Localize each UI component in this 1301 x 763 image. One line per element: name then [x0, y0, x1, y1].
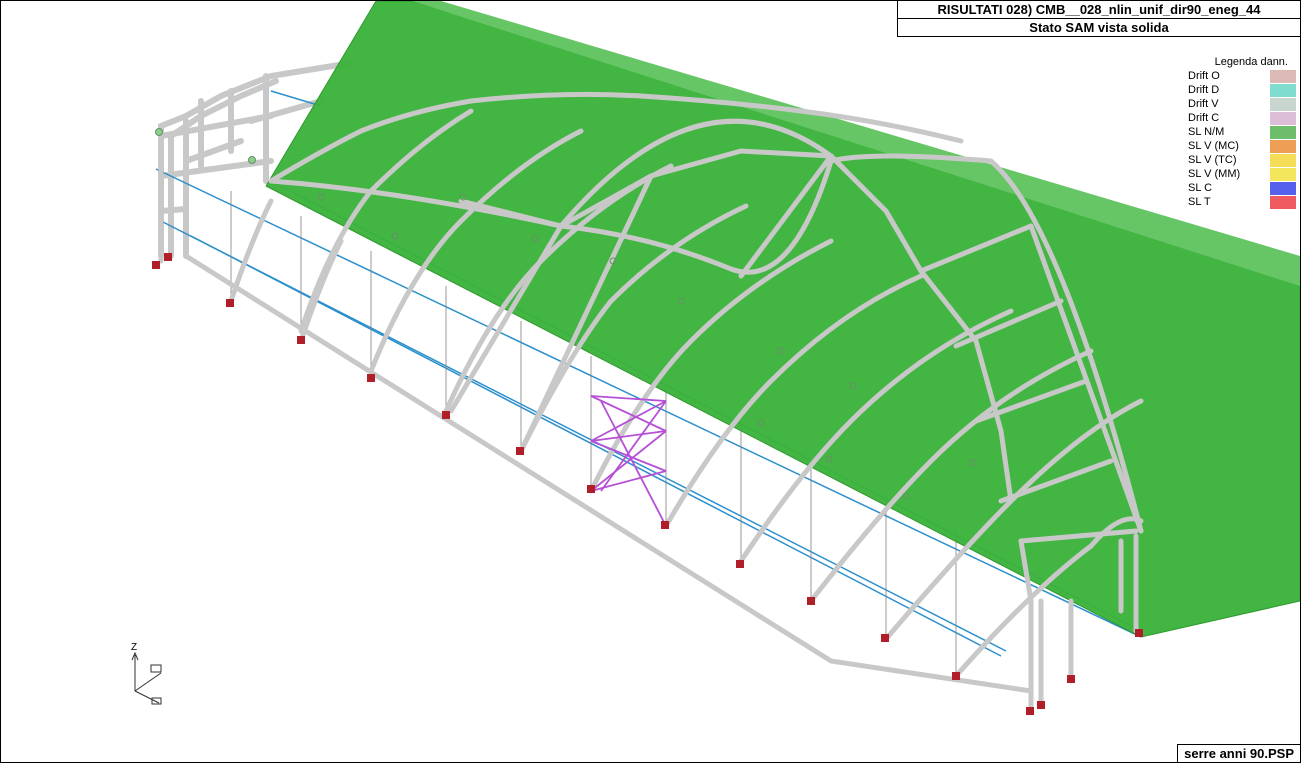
legend-item-label: Drift C [1188, 112, 1220, 124]
result-subtitle: Stato SAM vista solida [1029, 20, 1169, 35]
legend-item-label: SL V (MM) [1188, 168, 1241, 180]
legend-item-label: Drift V [1188, 98, 1219, 110]
roof-panel-edge [412, 1, 1300, 286]
legend-item-label: SL V (MC) [1188, 140, 1239, 152]
legend-item: Drift V [1178, 97, 1296, 111]
file-name-label: serre anni 90.PSP [1177, 744, 1300, 762]
legend-color-swatch [1270, 153, 1296, 167]
legend-item-label: SL C [1188, 182, 1213, 194]
supports [152, 253, 1143, 715]
front-columns [158, 148, 1139, 709]
legend-color-swatch [1270, 195, 1296, 209]
legend-item: Drift C [1178, 111, 1296, 125]
legend-item: SL C [1178, 181, 1296, 195]
legend-color-swatch [1270, 139, 1296, 153]
result-title-box: RISULTATI 028) CMB__028_nlin_unif_dir90_… [897, 1, 1300, 37]
legend-item: Drift O [1178, 69, 1296, 83]
legend-color-swatch [1270, 125, 1296, 139]
bracing [590, 395, 667, 527]
legend-item-label: Drift D [1188, 84, 1220, 96]
legend-color-swatch [1270, 167, 1296, 181]
legend-item: Drift D [1178, 83, 1296, 97]
legend-color-swatch [1270, 181, 1296, 195]
result-title: RISULTATI 028) CMB__028_nlin_unif_dir90_… [898, 1, 1300, 19]
node-markers [155, 128, 977, 500]
legend-rows: Drift O Drift D Drift V Drift C SL N/M SL V (… [1178, 69, 1296, 209]
legend-item-label: SL V (TC) [1188, 154, 1237, 166]
legend-item-label: SL T [1188, 196, 1211, 208]
legend-color-swatch [1270, 111, 1296, 125]
roof-panel [265, 1, 1300, 638]
axis-z-label: Z [131, 642, 138, 653]
legend-color-swatch [1270, 83, 1296, 97]
legend-item-label: SL N/M [1188, 126, 1225, 138]
legend-item: SL V (MC) [1178, 139, 1296, 153]
legend-item-label: Drift O [1188, 70, 1220, 82]
legend-item: SL V (TC) [1178, 153, 1296, 167]
legend-item: SL N/M [1178, 125, 1296, 139]
roof-rafters [268, 91, 1144, 544]
axis-triad [131, 651, 162, 705]
legend-item: SL T [1178, 195, 1296, 209]
legend-item: SL V (MM) [1178, 167, 1296, 181]
legend-title: Legenda dann. [1214, 56, 1288, 68]
legend-color-swatch [1270, 97, 1296, 111]
legend-color-swatch [1270, 69, 1296, 83]
